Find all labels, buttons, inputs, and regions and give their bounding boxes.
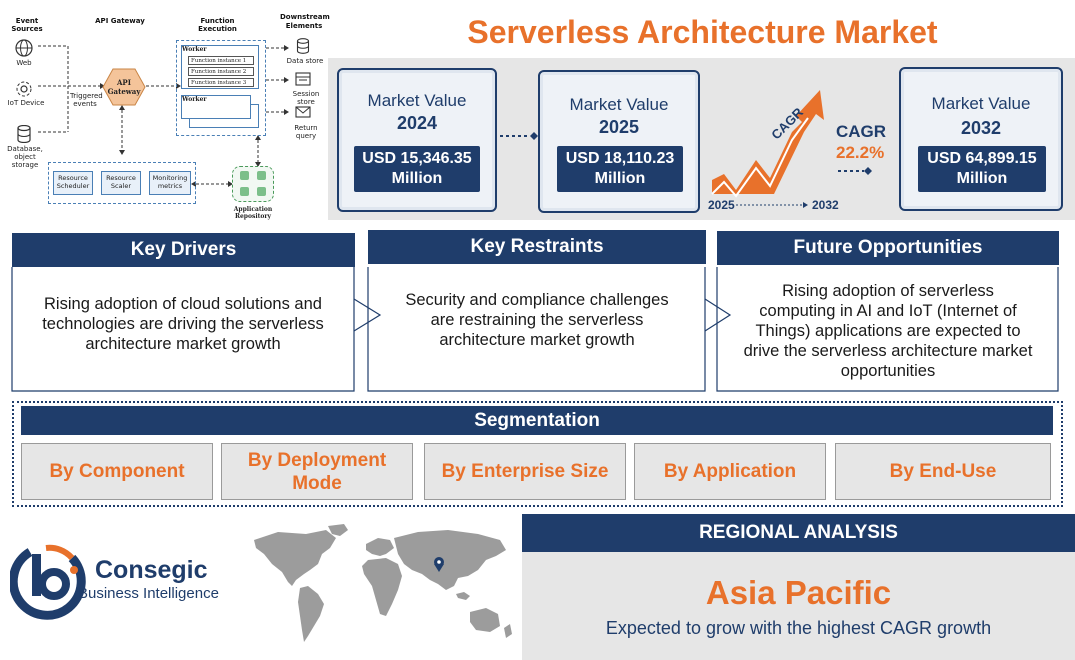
function-instance-3: Function instance 3 bbox=[188, 78, 254, 87]
architecture-diagram: Event Sources API Gateway Function Execu… bbox=[0, 0, 330, 225]
market-value-card-2025: Market Value 2025 USD 18,110.23 Million bbox=[538, 70, 700, 213]
database-label: Database, object storage bbox=[7, 145, 43, 169]
cagr-dashed-arrow bbox=[838, 167, 872, 175]
regional-analysis-region: Asia Pacific bbox=[705, 574, 892, 611]
data-store-icon bbox=[296, 38, 310, 54]
segment-by-application: By Application bbox=[634, 443, 826, 500]
market-value-amount: USD 64,899.15 Million bbox=[918, 146, 1046, 192]
session-store-icon bbox=[295, 72, 311, 86]
resource-scheduler-box: Resource Scheduler bbox=[53, 171, 93, 195]
cagr-value: 22.2% bbox=[836, 143, 885, 162]
data-store-label: Data store bbox=[286, 57, 324, 65]
regional-analysis-panel bbox=[522, 552, 1075, 660]
downstream-heading: Downstream Elements bbox=[280, 13, 330, 30]
cagr-label: CAGR bbox=[836, 122, 887, 141]
database-icon bbox=[17, 125, 31, 143]
application-repository-label: Application Repository bbox=[233, 206, 273, 220]
return-query-label: Return query bbox=[294, 124, 318, 140]
envelope-icon bbox=[295, 106, 311, 118]
market-value-year: 2024 bbox=[396, 113, 438, 133]
future-opportunities-text: Rising adoption of serverless computing … bbox=[743, 282, 1033, 380]
diagram-connectors bbox=[38, 45, 289, 187]
api-gateway-heading: API Gateway bbox=[95, 17, 145, 25]
key-restraints-heading: Key Restraints bbox=[368, 230, 706, 264]
segment-by-component: By Component bbox=[21, 443, 213, 500]
market-value-year: 2032 bbox=[960, 118, 1002, 138]
function-instance-2: Function instance 2 bbox=[188, 67, 254, 76]
api-gateway-hexagon bbox=[102, 68, 146, 106]
function-instance-1: Function instance 1 bbox=[188, 56, 254, 65]
resource-management-container bbox=[48, 162, 196, 204]
consegic-logo-icon bbox=[10, 544, 86, 620]
market-value-amount: USD 18,110.23 Million bbox=[557, 146, 683, 192]
web-label: Web bbox=[16, 59, 32, 67]
regional-analysis-heading: REGIONAL ANALYSIS bbox=[522, 514, 1075, 552]
market-value-card-2032: Market Value 2032 USD 64,899.15 Million bbox=[899, 67, 1063, 211]
future-opportunities-heading: Future Opportunities bbox=[717, 231, 1059, 265]
market-value-label: Market Value bbox=[931, 94, 1031, 113]
api-gateway-label: API Gateway bbox=[107, 78, 141, 96]
key-restraints-text: Security and compliance challenges are r… bbox=[405, 291, 669, 349]
key-drivers-text: Rising adoption of cloud solutions and t… bbox=[42, 295, 324, 353]
segment-by-enterprise-size: By Enterprise Size bbox=[424, 443, 626, 500]
worker-label-1: Worker bbox=[182, 46, 207, 53]
logo-tagline: Business Intelligence bbox=[78, 585, 219, 602]
iot-device-icon bbox=[16, 81, 32, 97]
regional-analysis-text: Expected to grow with the highest CAGR g… bbox=[605, 618, 992, 638]
event-sources-heading: Event Sources bbox=[11, 17, 43, 33]
dashed-arrow-connector bbox=[500, 132, 538, 140]
function-execution-container bbox=[176, 40, 266, 136]
function-execution-heading: Function Execution bbox=[198, 17, 237, 33]
application-repository-icon bbox=[232, 166, 274, 202]
cagr-start-year: 2025 bbox=[708, 198, 735, 212]
triggered-events-label: Triggered events bbox=[70, 92, 103, 108]
cagr-growth-graphic bbox=[711, 90, 824, 208]
iot-label: IoT Device bbox=[7, 99, 45, 107]
market-value-label: Market Value bbox=[367, 91, 467, 110]
key-drivers-heading: Key Drivers bbox=[12, 233, 355, 267]
logo-name: Consegic bbox=[95, 556, 208, 584]
monitoring-metrics-box: Monitoring metrics bbox=[149, 171, 191, 195]
session-store-label: Session store bbox=[292, 90, 320, 106]
market-value-amount: USD 15,346.35 Million bbox=[354, 146, 480, 192]
cagr-end-year: 2032 bbox=[812, 198, 839, 212]
market-value-year: 2025 bbox=[598, 117, 640, 137]
worker-label-2: Worker bbox=[182, 96, 207, 103]
globe-icon bbox=[15, 39, 33, 57]
worker-box-2 bbox=[181, 95, 251, 119]
resource-scaler-box: Resource Scaler bbox=[101, 171, 141, 195]
drivers-panels-outline bbox=[11, 267, 1059, 392]
world-map bbox=[254, 524, 512, 642]
page-title: Serverless Architecture Market bbox=[467, 14, 938, 50]
market-value-card-2024: Market Value 2024 USD 15,346.35 Million bbox=[337, 68, 497, 212]
market-value-label: Market Value bbox=[569, 95, 669, 114]
segmentation-container bbox=[12, 401, 1063, 507]
segment-by-end-use: By End-Use bbox=[835, 443, 1051, 500]
segmentation-heading: Segmentation bbox=[21, 406, 1053, 435]
segment-by-deployment-mode: By Deployment Mode bbox=[221, 443, 413, 500]
